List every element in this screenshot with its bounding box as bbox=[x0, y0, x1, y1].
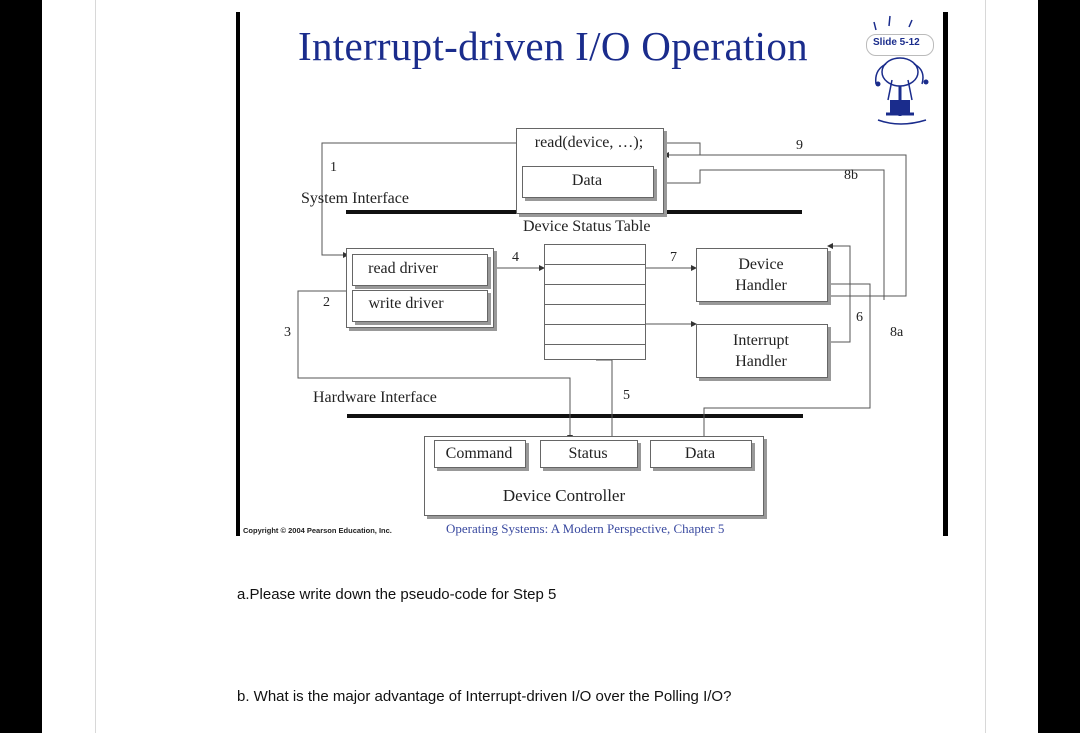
read-driver-text: read driver bbox=[368, 260, 438, 277]
device-handler-text-2: Handler bbox=[735, 277, 787, 294]
musician-clipart-icon bbox=[873, 15, 929, 125]
step-9-label: 9 bbox=[796, 138, 803, 153]
device-handler-text-1: Device bbox=[738, 256, 784, 273]
content-border-left bbox=[95, 0, 96, 733]
write-driver-text: write driver bbox=[368, 295, 444, 312]
step-2-label: 2 bbox=[323, 295, 330, 310]
data-top-text: Data bbox=[571, 172, 603, 189]
copyright-text: Copyright © 2004 Pearson Education, Inc. bbox=[243, 526, 392, 535]
slide-left-bar bbox=[236, 12, 240, 536]
content-border-right bbox=[985, 0, 986, 733]
table-row bbox=[545, 325, 645, 345]
status-box bbox=[540, 440, 638, 468]
table-row bbox=[545, 285, 645, 305]
table-row bbox=[545, 305, 645, 325]
interrupt-handler-text-2: Handler bbox=[735, 353, 787, 370]
command-text: Command bbox=[445, 445, 513, 462]
write-driver-box bbox=[352, 290, 488, 322]
hardware-interface-label: Hardware Interface bbox=[313, 389, 437, 406]
step-5-label: 5 bbox=[623, 388, 630, 403]
question-b: b. What is the major advantage of Interr… bbox=[237, 688, 732, 705]
step-7-label: 7 bbox=[670, 250, 677, 265]
interrupt-handler-box bbox=[696, 324, 828, 378]
step-8b-label: 8b bbox=[844, 168, 858, 183]
device-status-table bbox=[544, 244, 646, 360]
data-bottom-box bbox=[650, 440, 752, 468]
step-8a-label: 8a bbox=[890, 325, 904, 340]
table-row bbox=[545, 265, 645, 285]
command-box bbox=[434, 440, 526, 468]
data-top-box bbox=[522, 166, 654, 198]
status-text: Status bbox=[568, 445, 608, 462]
system-interface-label: System Interface bbox=[301, 190, 409, 207]
read-driver-box bbox=[352, 254, 488, 286]
table-row bbox=[545, 245, 645, 265]
step-4-label: 4 bbox=[512, 250, 519, 265]
step-3-label: 3 bbox=[284, 325, 291, 340]
question-a: a.Please write down the pseudo-code for … bbox=[237, 586, 557, 603]
slide-number-badge bbox=[866, 34, 934, 56]
device-handler-box bbox=[696, 248, 828, 302]
data-bottom-text: Data bbox=[684, 445, 716, 462]
read-call-text: read(device, …); bbox=[534, 134, 644, 151]
device-controller-label: Device Controller bbox=[502, 486, 626, 505]
slide-number-text: Slide 5-12 bbox=[873, 37, 920, 48]
step-6-label: 6 bbox=[856, 310, 863, 325]
slide-footer-text: Operating Systems: A Modern Perspective,… bbox=[446, 521, 725, 536]
step-1-label: 1 bbox=[330, 160, 337, 175]
slide-right-bar bbox=[943, 12, 948, 536]
device-status-table-label: Device Status Table bbox=[523, 218, 651, 235]
interrupt-handler-text-1: Interrupt bbox=[733, 332, 789, 349]
slide-title: Interrupt-driven I/O Operation bbox=[298, 23, 808, 69]
